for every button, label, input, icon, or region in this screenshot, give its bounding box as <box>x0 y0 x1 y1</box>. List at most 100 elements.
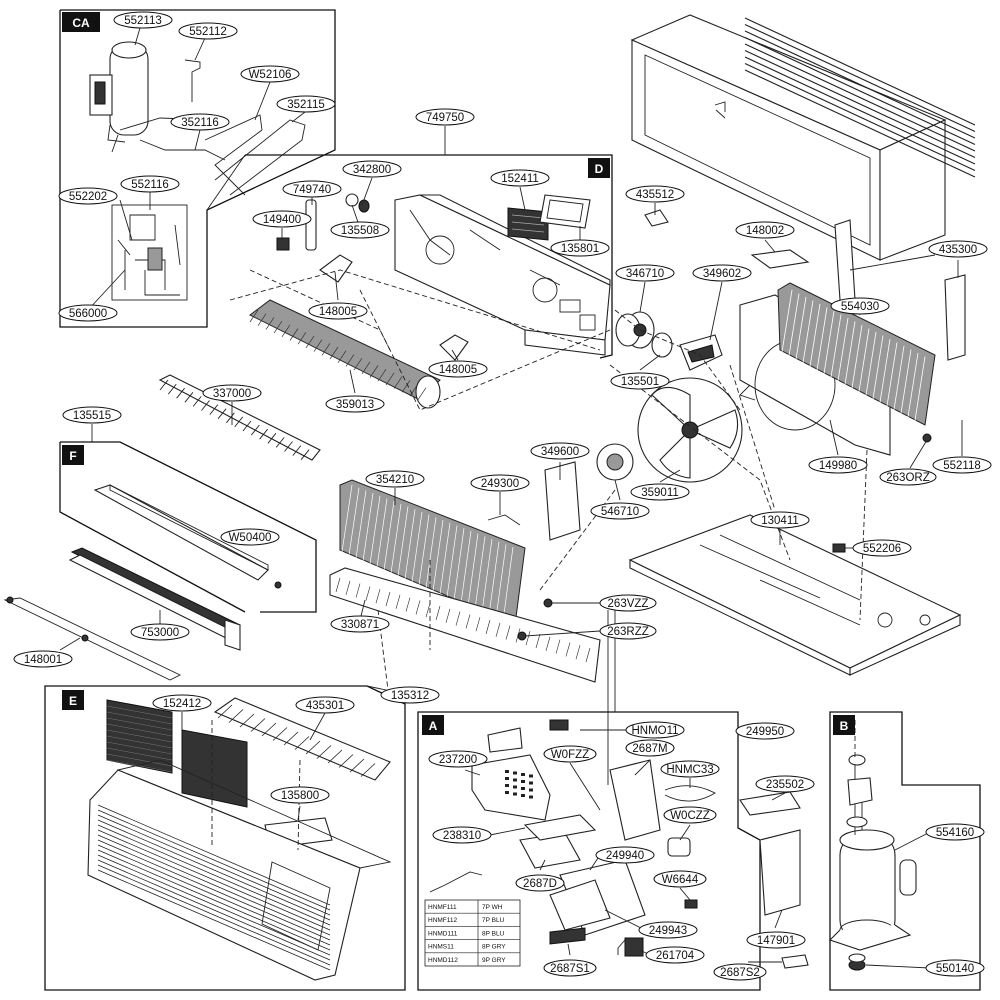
callout-text: 2687D <box>523 878 557 890</box>
callout-text: 237200 <box>439 754 477 766</box>
callout-text: 2687M <box>632 743 667 755</box>
callout-text: 342800 <box>353 164 391 176</box>
callout-text: 263VZZ <box>608 598 649 610</box>
fan-motor-part <box>615 311 655 349</box>
callout-249950: 249950 <box>735 722 795 740</box>
evaporator-coil-part <box>339 479 526 626</box>
callout-554030: 554030 <box>830 297 890 315</box>
callout-249300: 249300 <box>470 474 530 492</box>
callout-554160: 554160 <box>925 823 985 841</box>
callout-text: 337000 <box>213 388 251 400</box>
callout-w6644: W6644 <box>653 870 707 888</box>
harness-desc: 8P GRY <box>482 944 506 951</box>
callout-359013: 359013 <box>325 395 385 413</box>
callout-hnmc33: HNMC33 <box>660 760 720 778</box>
callout-text: HNMC33 <box>666 764 713 776</box>
callout-749750: 749750 <box>415 108 475 126</box>
callout-text: 2687S1 <box>550 963 590 975</box>
leader-lines <box>59 27 963 969</box>
callout-text: 238310 <box>443 830 481 842</box>
callout-342800: 342800 <box>342 160 402 178</box>
callout-text: 152412 <box>163 698 201 710</box>
callout-hnmo11: HNMO11 <box>625 721 685 739</box>
harness-code: HNMF111 <box>428 904 457 911</box>
callout-552116: 552116 <box>120 175 180 193</box>
callout-552118: 552118 <box>932 456 992 474</box>
section-tag-b: B <box>833 715 855 735</box>
callout-2687d: 2687D <box>515 874 565 892</box>
callout-263rzz: 263RZZ <box>599 622 657 640</box>
part-callouts: 552113552112W521063521153521165521165522… <box>13 11 992 981</box>
callout-135508: 135508 <box>330 221 390 239</box>
callout-text: 2687S2 <box>720 967 760 979</box>
callout-text: 147901 <box>757 935 795 947</box>
callout-text: 135800 <box>281 790 319 802</box>
callout-352116: 352116 <box>170 113 230 131</box>
harness-code: HNMS11 <box>428 944 454 951</box>
callout-148005b: 148005 <box>428 360 488 378</box>
callout-text: 354210 <box>376 474 414 486</box>
callout-349602: 349602 <box>692 264 752 282</box>
callout-237200: 237200 <box>428 750 488 768</box>
section-tag-f: F <box>62 445 84 465</box>
callout-text: 263RZZ <box>607 626 649 638</box>
callout-text: 546710 <box>601 506 639 518</box>
callout-w52106: W52106 <box>240 65 300 83</box>
callout-263orz: 263ORZ <box>879 468 937 486</box>
callout-text: 359013 <box>336 399 374 411</box>
callout-435301: 435301 <box>295 696 355 714</box>
callout-text: 566000 <box>69 308 107 320</box>
callout-text: 249943 <box>649 925 687 937</box>
harness-desc: 7P BLU <box>482 917 505 924</box>
callout-text: 352116 <box>181 117 219 129</box>
callout-238310: 238310 <box>432 826 492 844</box>
callout-337000: 337000 <box>202 384 262 402</box>
callout-349600: 349600 <box>530 442 590 460</box>
callout-text: 346710 <box>626 268 664 280</box>
svg-text:F: F <box>69 449 76 463</box>
svg-text:B: B <box>840 719 849 733</box>
callout-135801: 135801 <box>550 239 610 257</box>
callout-text: 349602 <box>703 268 741 280</box>
svg-text:CA: CA <box>72 16 90 30</box>
callout-148005a: 148005 <box>308 302 368 320</box>
callout-text: 749750 <box>426 112 464 124</box>
callout-w0czz: W0CZZ <box>663 806 717 824</box>
callout-text: 235502 <box>766 779 804 791</box>
callout-text: 552118 <box>943 460 981 472</box>
callout-749740: 749740 <box>282 180 342 198</box>
compressor-part <box>828 754 917 971</box>
callout-text: W50400 <box>229 532 272 544</box>
callout-435512: 435512 <box>625 185 685 203</box>
callout-152411: 152411 <box>490 169 550 187</box>
callout-text: 135312 <box>391 690 429 702</box>
blower-wheel-part <box>249 299 441 409</box>
harness-desc: 9P GRY <box>482 957 506 964</box>
callout-text: 152411 <box>501 173 539 185</box>
callout-text: 148001 <box>24 654 62 666</box>
accumulator-part <box>89 41 149 153</box>
harness-desc: 8P BLU <box>482 930 505 937</box>
part-graphics <box>3 14 976 981</box>
callout-546710: 546710 <box>590 502 650 520</box>
callout-249943: 249943 <box>638 921 698 939</box>
callout-text: 263ORZ <box>886 472 929 484</box>
callout-w50400: W50400 <box>220 528 280 546</box>
callout-148001: 148001 <box>13 650 73 668</box>
callout-text: 349600 <box>541 446 579 458</box>
section-tag-ca: CA <box>62 12 100 32</box>
section-tag-d: D <box>588 158 610 178</box>
callout-text: 135801 <box>561 243 599 255</box>
callout-text: 149980 <box>819 460 857 472</box>
callout-text: 249950 <box>746 726 784 738</box>
callout-235502: 235502 <box>755 775 815 793</box>
callout-2687m: 2687M <box>625 739 675 757</box>
callout-text: 135515 <box>73 410 111 422</box>
blower-housing-part <box>394 194 611 356</box>
svg-text:E: E <box>69 694 77 708</box>
callout-753000: 753000 <box>130 623 190 641</box>
callout-552113: 552113 <box>113 11 173 29</box>
callout-149980: 149980 <box>808 456 868 474</box>
